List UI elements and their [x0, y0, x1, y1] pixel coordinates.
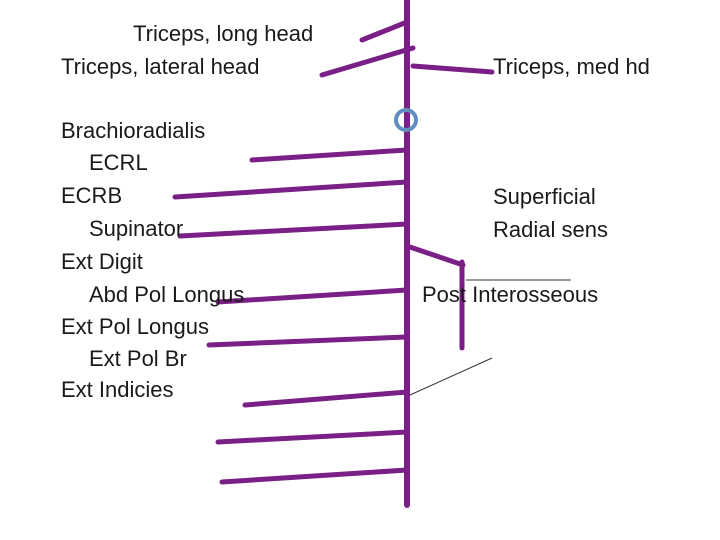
- branch-ext-pol-br: [215, 429, 410, 445]
- branch-triceps-medial-head: [410, 63, 495, 75]
- branch-ecrb: [177, 221, 410, 239]
- branch-ext-digit: [206, 334, 410, 348]
- branch-ext-indicies: [219, 467, 410, 485]
- label-supinator: Supinator: [89, 216, 184, 241]
- branch-supinator: [215, 287, 410, 305]
- pointer-line: [409, 357, 493, 396]
- label-triceps-lateral-head: Triceps, lateral head: [61, 54, 260, 79]
- branch-brachioradialis: [249, 147, 410, 163]
- label-superficial: Superficial: [493, 184, 596, 209]
- branch-triceps-long-head: [359, 19, 410, 43]
- branch-ecrl: [172, 179, 410, 200]
- label-ecrl: ECRL: [89, 150, 148, 175]
- label-triceps-long-head: Triceps, long head: [133, 21, 314, 46]
- branch-triceps-lateral-head: [319, 45, 416, 78]
- label-ext-indicies: Ext Indicies: [61, 377, 174, 402]
- label-radial-sens: Radial sens: [493, 217, 608, 242]
- deep-branch-split: [404, 243, 466, 268]
- label-abd-pol-longus: Abd Pol Longus: [89, 282, 245, 307]
- label-ecrb: ECRB: [61, 183, 123, 208]
- label-brachioradialis: Brachioradialis: [61, 118, 206, 143]
- label-ext-digit: Ext Digit: [61, 249, 143, 274]
- label-ext-pol-br: Ext Pol Br: [89, 346, 187, 371]
- branch-ext-pol-longus: [242, 389, 410, 408]
- label-ext-pol-longus: Ext Pol Longus: [61, 314, 209, 339]
- label-post-interosseous: Post Interosseous: [422, 282, 599, 307]
- label-triceps-med-hd: Triceps, med hd: [493, 54, 650, 79]
- radial-groove-ring: [394, 108, 418, 132]
